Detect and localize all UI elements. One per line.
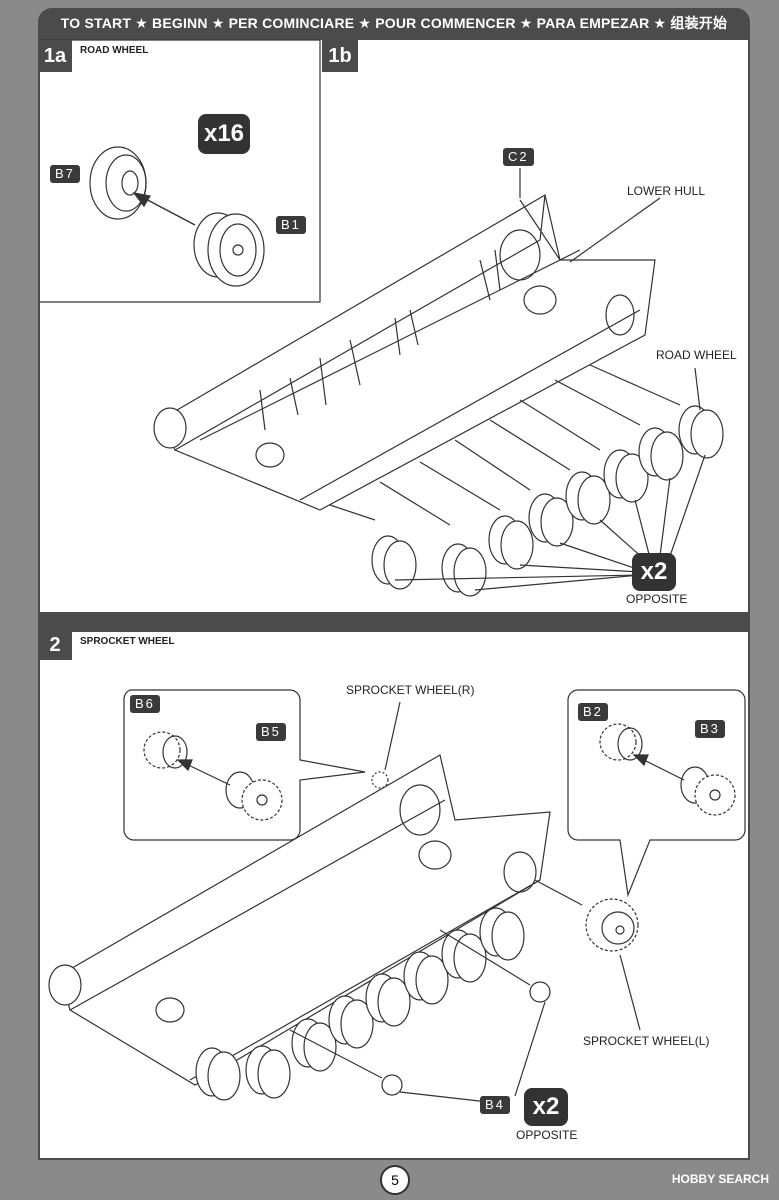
sprocket-wheel-l <box>585 898 639 952</box>
label-road-wheel: ROAD WHEEL <box>656 348 737 362</box>
part-tag-b6: B6 <box>130 695 160 713</box>
watermark-text: HOBBY SEARCH <box>671 1172 769 1186</box>
sprocket-b6 <box>143 731 188 769</box>
part-tag-b5: B5 <box>256 723 286 741</box>
header-bar: TO START ★ BEGINN ★ PER COMINCIARE ★ POU… <box>38 8 750 38</box>
sprocket-b2 <box>599 723 643 761</box>
part-tag-b3: B3 <box>695 720 725 738</box>
part-tag-b4: B4 <box>480 1096 510 1114</box>
header-text: TO START ★ BEGINN ★ PER COMINCIARE ★ POU… <box>60 15 728 31</box>
road-wheel-outer-b7 <box>89 146 147 220</box>
label-opposite-1b: OPPOSITE <box>626 592 688 606</box>
label-lower-hull: LOWER HULL <box>627 184 706 198</box>
quantity-badge-x16: x16 <box>198 114 250 154</box>
step-1a-inset-border <box>40 39 321 303</box>
part-tag-c2: C2 <box>503 148 534 166</box>
lower-hull-1b <box>153 194 656 511</box>
sprocket-b3 <box>680 766 736 816</box>
page-number: 5 <box>380 1165 410 1195</box>
road-wheels-1b <box>329 364 724 597</box>
road-wheels-2 <box>195 907 525 1101</box>
step-number-2: 2 <box>38 630 72 660</box>
part-tag-b2: B2 <box>578 703 608 721</box>
road-wheel-inner-b1 <box>193 212 265 287</box>
label-sprocket-wheel-l: SPROCKET WHEEL(L) <box>583 1034 710 1048</box>
step-number-1b: 1b <box>322 40 358 72</box>
sprocket-b5 <box>225 771 283 821</box>
step-title-road-wheel: ROAD WHEEL <box>80 45 149 56</box>
label-sprocket-wheel-r: SPROCKET WHEEL(R) <box>346 683 475 697</box>
step-number-1a: 1a <box>38 40 72 72</box>
part-tag-b7: B7 <box>50 165 80 183</box>
lower-hull-2 <box>48 754 551 1086</box>
quantity-badge-1b: x2 <box>632 553 676 591</box>
label-opposite-2: OPPOSITE <box>516 1128 578 1142</box>
step-title-sprocket-wheel: SPROCKET WHEEL <box>80 636 175 647</box>
quantity-badge-2: x2 <box>524 1088 568 1126</box>
part-tag-b1: B1 <box>276 216 306 234</box>
